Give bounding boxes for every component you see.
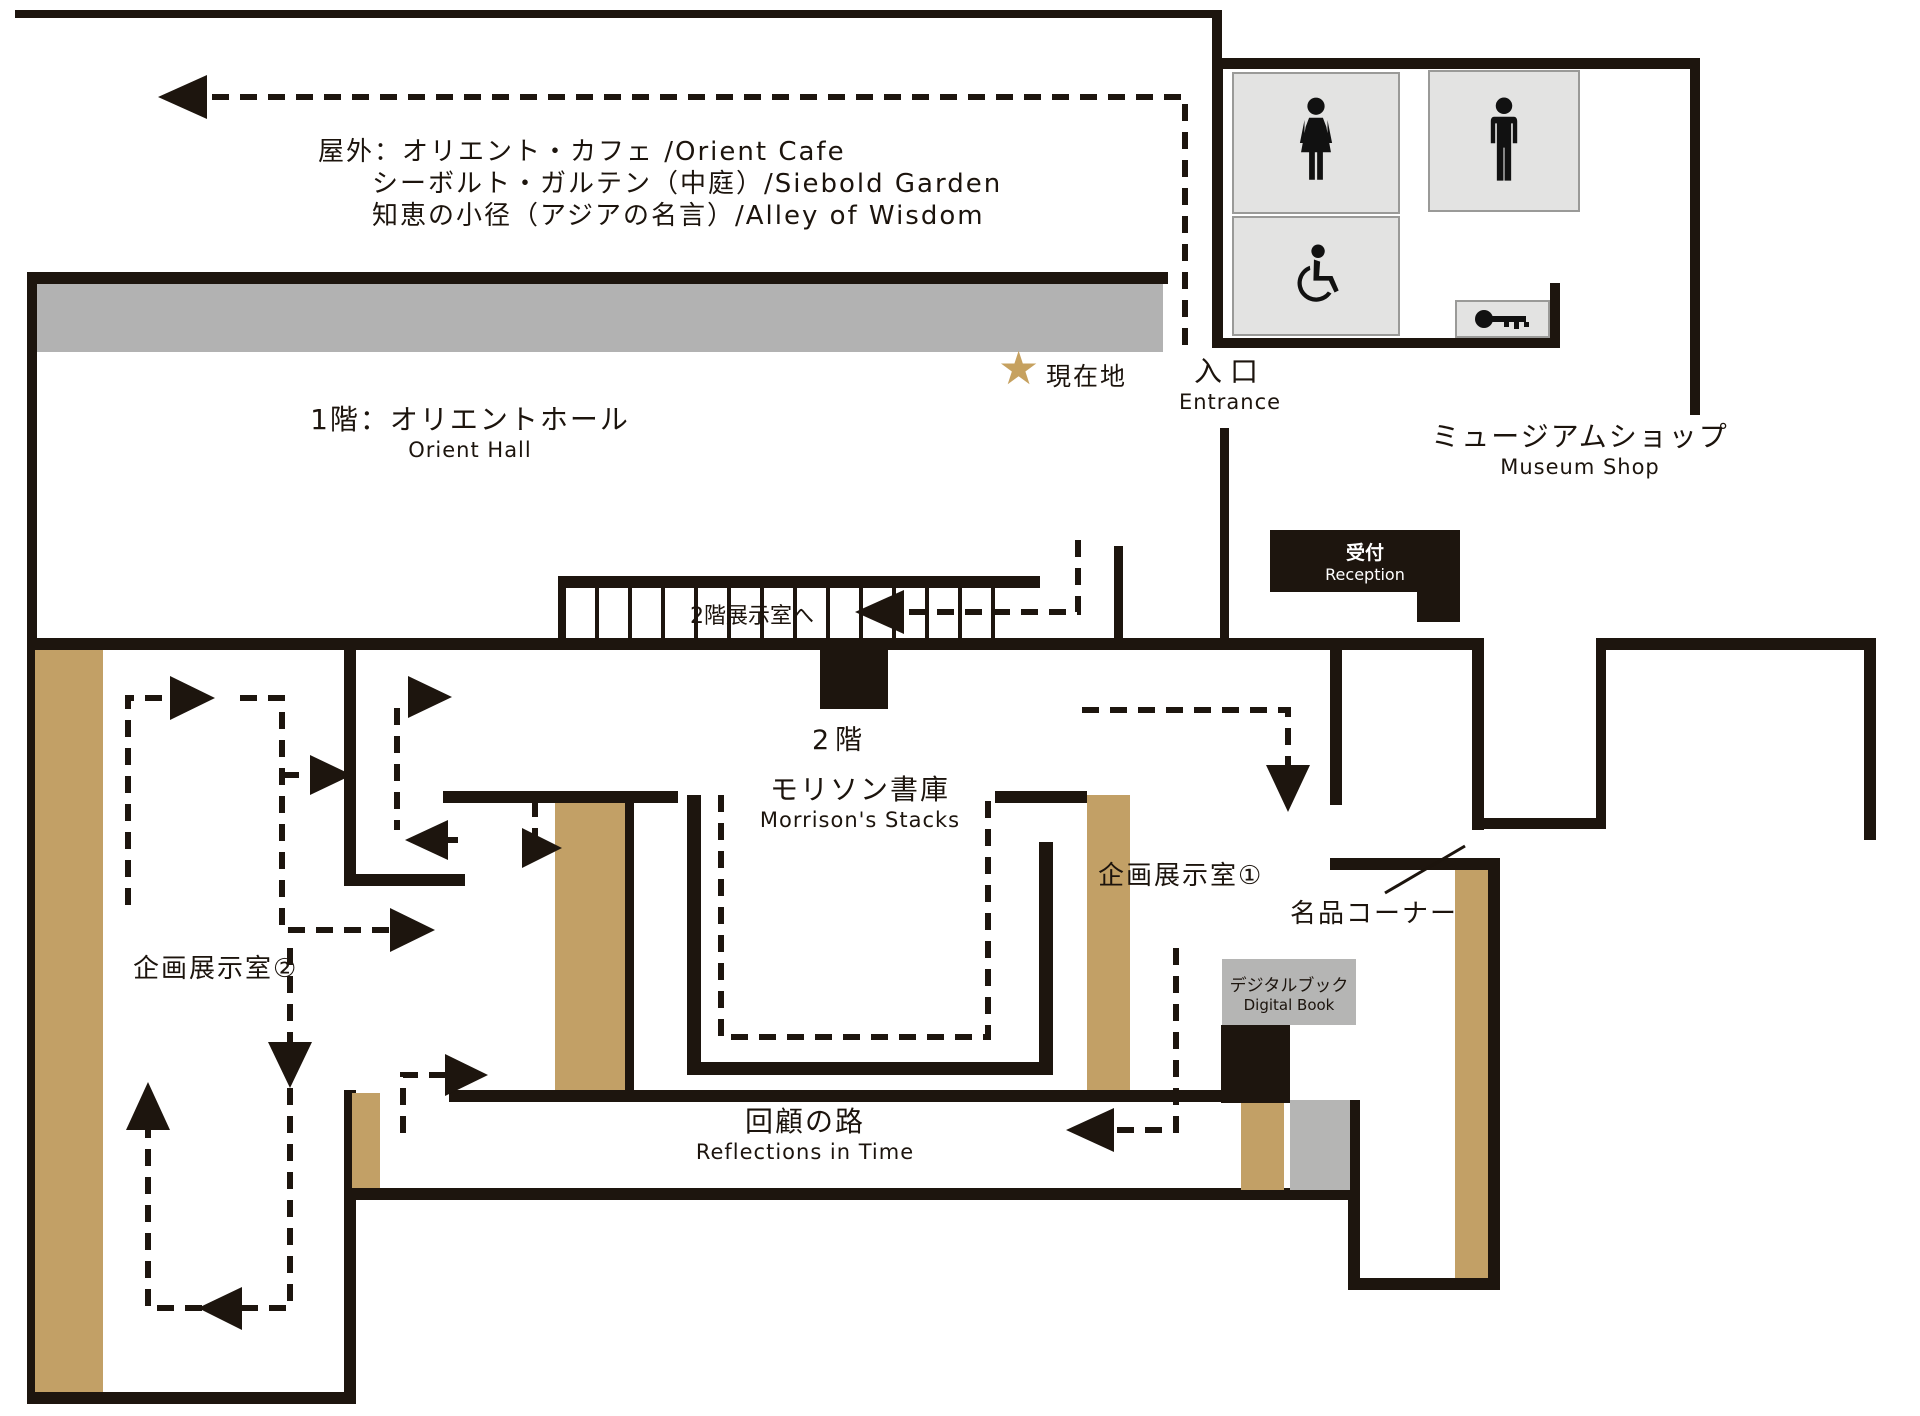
tan-wall-digital-book <box>1241 1103 1284 1190</box>
wall-alcove-h <box>344 874 465 886</box>
entrance-jp: 入口 <box>1193 355 1266 388</box>
wall-morrison-bottom <box>687 1062 1053 1075</box>
orient-hall-en: Orient Hall <box>408 438 532 462</box>
wall <box>1114 546 1123 646</box>
wall-left <box>27 272 37 1404</box>
room-special-exhibition-1-label: 企画展示室① <box>1098 861 1264 891</box>
wheelchair-icon <box>1297 244 1339 302</box>
morrison-jp: モリソン書庫 <box>769 773 950 806</box>
morrison-stacks-label: モリソン書庫 Morrison's Stacks <box>680 768 1040 832</box>
digital-book-label: デジタルブック Digital Book <box>1222 959 1356 1025</box>
wall <box>1864 638 1876 840</box>
wall-morrison-left <box>687 795 701 1075</box>
wall <box>1212 10 1222 68</box>
entrance-en: Entrance <box>1178 390 1282 414</box>
reflections-label: 回顧の路 Reflections in Time <box>620 1100 990 1164</box>
reflections-jp: 回顧の路 <box>744 1105 865 1138</box>
womens-toilet-icon <box>1299 97 1333 180</box>
mens-toilet-icon <box>1490 97 1518 181</box>
orient-hall-jp: 1階：オリエントホール <box>310 403 630 436</box>
wall <box>1472 638 1484 830</box>
current-location-star-icon: ★ <box>998 341 1040 395</box>
wall <box>995 791 1087 803</box>
wall <box>1472 818 1606 829</box>
stairs-landing <box>820 645 888 709</box>
reflections-en: Reflections in Time <box>695 1140 915 1164</box>
wall <box>1596 638 1606 829</box>
route-arrow-right-icon <box>170 676 215 720</box>
wall <box>1348 1100 1360 1290</box>
stairs-top-wall <box>558 576 1040 588</box>
entrance-label: 入口 Entrance <box>1140 350 1320 414</box>
wall-entrance-corridor <box>1220 428 1229 648</box>
route-arrow-left-icon <box>1066 1108 1114 1152</box>
outdoor-line3: 知恵の小径（アジアの名言）/Alley of Wisdom <box>372 201 985 231</box>
route-arrow-down-icon <box>1266 765 1310 812</box>
reception-desk-ext <box>1417 590 1460 622</box>
tan-wall-mid-column <box>555 803 625 1093</box>
wall-corridor-bottom <box>344 1188 1360 1200</box>
route-arrow-left-icon <box>198 1287 242 1330</box>
wall <box>1330 650 1342 805</box>
route-arrow-left-icon <box>405 820 448 860</box>
mens-toilet-room <box>1428 70 1580 212</box>
digital-book-en: Digital Book <box>1243 995 1335 1014</box>
wall <box>1690 58 1700 415</box>
wall <box>443 791 678 803</box>
locker-room <box>1455 300 1550 338</box>
orient-hall-gray-wall <box>33 284 1163 352</box>
digital-book-kiosk <box>1221 1025 1290 1103</box>
masterpiece-pointer-line <box>1384 844 1466 895</box>
route-arrow-down-icon <box>268 1042 312 1088</box>
tan-wall-exhibit1 <box>1087 795 1130 1092</box>
current-location-label: 現在地 <box>1046 362 1128 391</box>
wall-right <box>1488 858 1500 1290</box>
wall <box>1348 1278 1500 1290</box>
route-arrow-right-icon <box>390 908 435 952</box>
key-icon <box>1474 310 1529 329</box>
tan-wall-left-column <box>35 650 103 1392</box>
reception-label-jp: 受付 <box>1345 542 1384 564</box>
wall <box>1596 638 1876 650</box>
tan-wall-small <box>352 1093 380 1188</box>
wall-orient-hall-top <box>27 272 1168 284</box>
morrison-en: Morrison's Stacks <box>759 808 961 832</box>
womens-toilet-room <box>1232 72 1400 214</box>
outdoor-line1: 屋外：オリエント・カフェ /Orient Cafe <box>318 137 846 167</box>
wall-morrison-right <box>1039 842 1053 1075</box>
museum-shop-label: ミュージアムショップ Museum Shop <box>1380 415 1780 479</box>
wall <box>625 803 634 1093</box>
wall-bottom-left <box>27 1392 356 1404</box>
tan-wall-meihin <box>1455 870 1488 1280</box>
room-special-exhibition-2-label: 企画展示室② <box>133 954 299 984</box>
reception-label-en: Reception <box>1325 565 1405 584</box>
accessible-toilet-room <box>1232 216 1400 336</box>
wall-alcove-v <box>344 648 356 886</box>
stairs-left-wall <box>558 576 566 646</box>
wall-corridor-top <box>449 1090 1290 1102</box>
route-arrow-up-icon <box>126 1082 170 1130</box>
digital-book-jp: デジタルブック <box>1229 975 1349 996</box>
wall-meihin-top <box>1330 858 1500 870</box>
masterpiece-corner-label: 名品コーナー <box>1290 899 1459 929</box>
orient-hall-label: 1階：オリエントホール Orient Hall <box>250 398 690 462</box>
wall <box>1550 283 1560 348</box>
stairs-to-2f-label: 2階展示室へ <box>690 604 814 629</box>
wall-top-line <box>15 10 1220 18</box>
wall <box>1212 58 1700 69</box>
wall-toilet-bottom <box>1212 338 1560 348</box>
museum-shop-jp: ミュージアムショップ <box>1431 420 1729 453</box>
outdoor-line2: シーボルト・ガルテン（中庭）/Siebold Garden <box>372 169 1003 199</box>
route-arrow-right-icon <box>408 676 452 718</box>
museum-shop-en: Museum Shop <box>1500 455 1660 479</box>
second-floor-label: 2階 <box>812 725 869 756</box>
route-arrow-left-icon <box>158 75 207 119</box>
wall-toilet-left <box>1212 58 1223 348</box>
digital-book-gray-box <box>1290 1100 1350 1190</box>
reception-desk: 受付 Reception <box>1270 530 1460 592</box>
